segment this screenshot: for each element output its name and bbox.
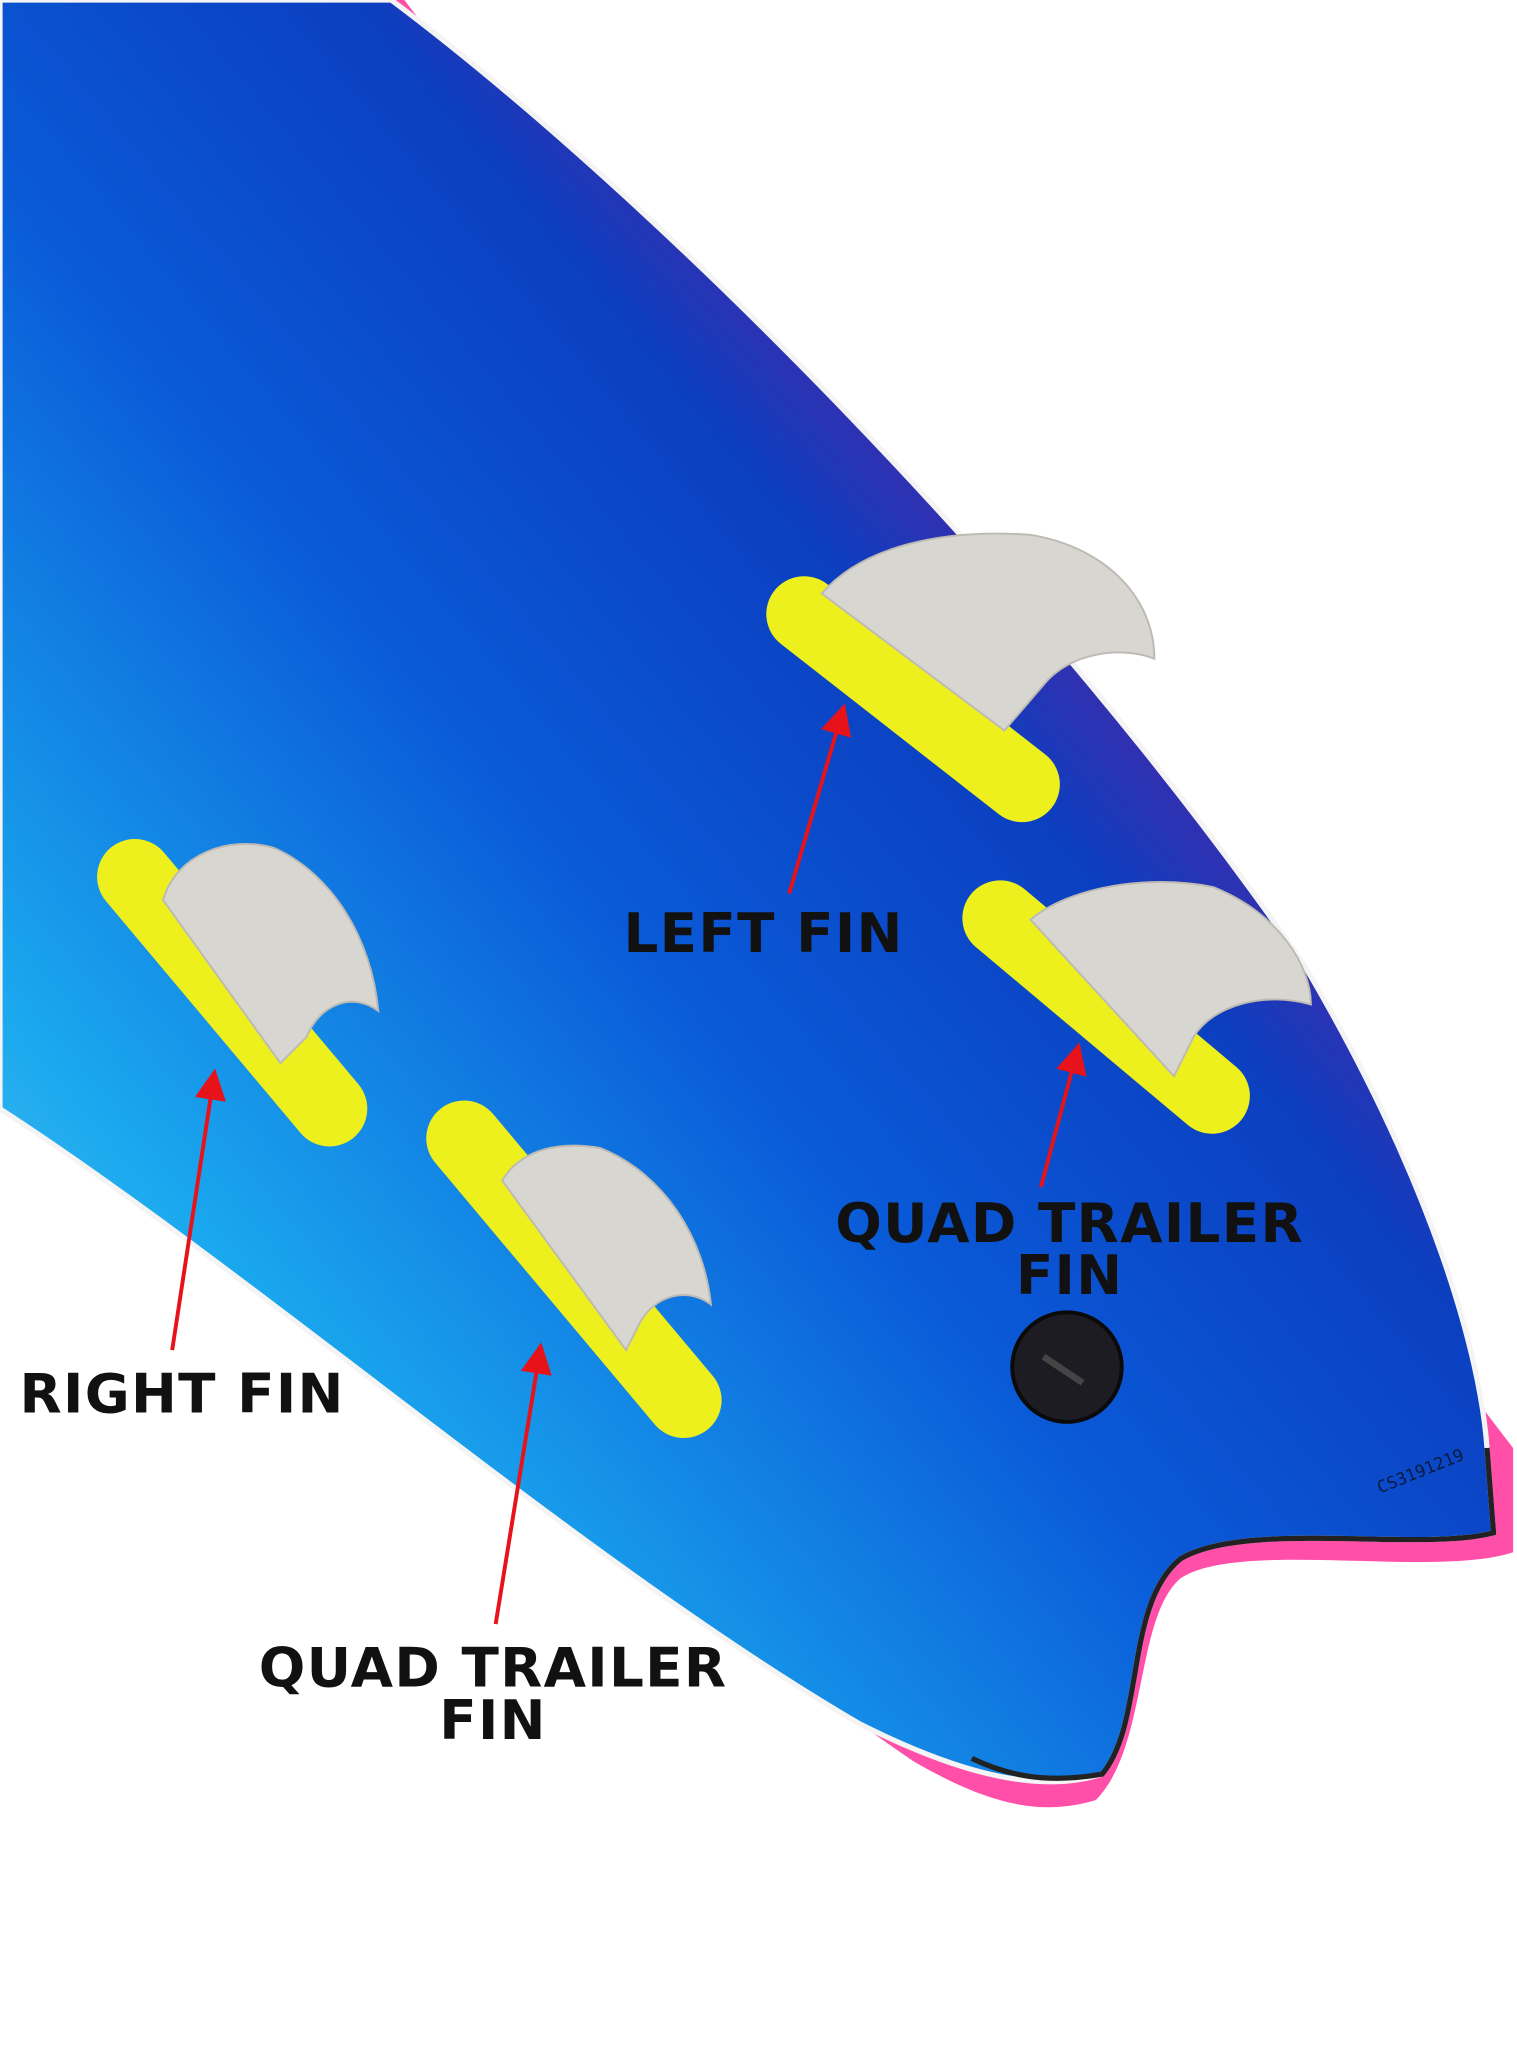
right-quad-trailer-arrow — [1039, 1042, 1087, 1188]
label-quad-trailer-left-1: QUAD TRAILER — [259, 1636, 728, 1700]
label-quad-trailer-left-2: FIN — [439, 1688, 547, 1752]
left-fin-plate — [766, 576, 1060, 823]
label-quad-trailer-right-1: QUAD TRAILER — [835, 1191, 1304, 1255]
right-quad-trailer-plate — [962, 880, 1250, 1134]
label-quad-trailer-right-2: FIN — [1016, 1243, 1124, 1307]
label-left-fin: LEFT FIN — [623, 901, 903, 965]
leash-plug-bar — [1041, 1353, 1085, 1386]
tail-edge — [970, 1447, 1497, 1781]
right-fin-arrow — [170, 1068, 226, 1351]
left-quad-trailer-fin — [501, 1144, 713, 1352]
left-fin-arrow — [787, 703, 852, 895]
right-quad-trailer-fin — [1029, 881, 1312, 1078]
leash-plug-icon — [1010, 1310, 1124, 1424]
left-fin — [820, 532, 1156, 732]
label-right-fin: RIGHT FIN — [20, 1362, 345, 1426]
right-fin — [161, 843, 380, 1065]
left-quad-trailer-arrow — [493, 1342, 552, 1625]
